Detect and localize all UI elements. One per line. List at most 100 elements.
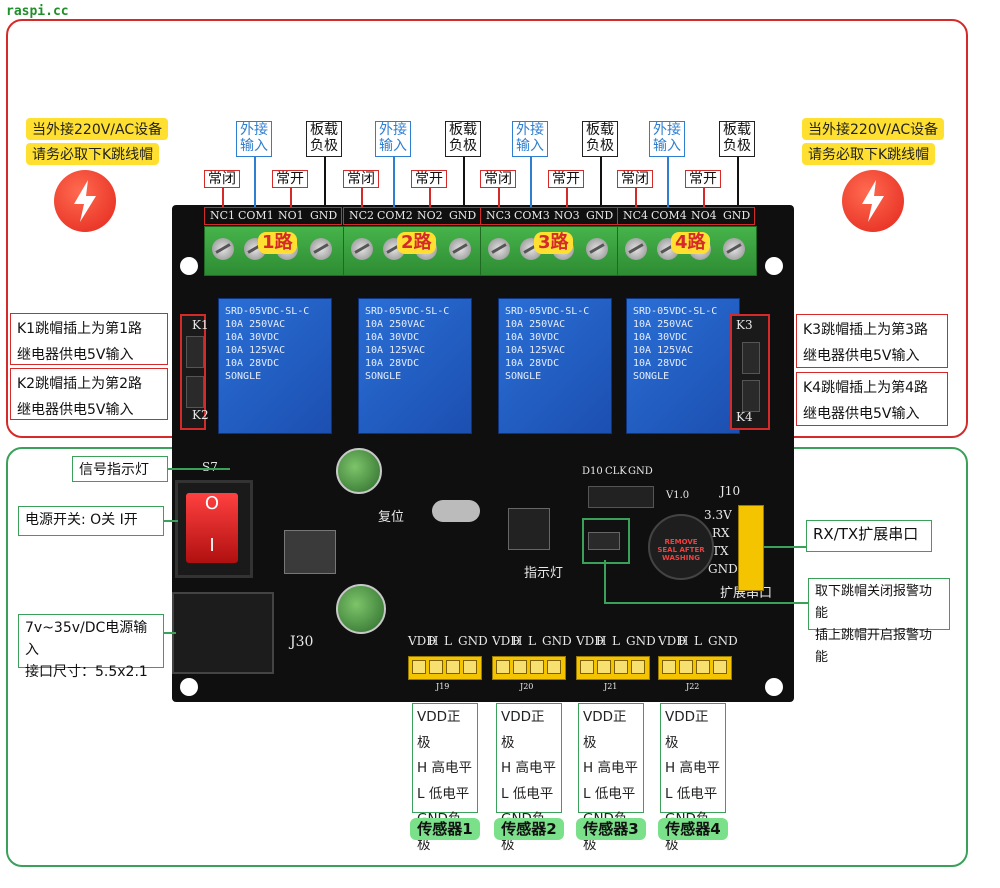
- sensor-pin-desc: VDD正极: [665, 709, 709, 751]
- pin-label: NC2: [349, 209, 375, 222]
- sensor-2-title: 传感器2: [494, 818, 564, 840]
- input-tag: 外接输入: [649, 121, 685, 157]
- relay-1: SRD-05VDC-SL-C 10A 250VAC 10A 30VDC 10A …: [218, 298, 332, 434]
- mount-hole: [180, 257, 198, 275]
- screw-terminal: [449, 238, 471, 260]
- sensor-pin-desc: H 高电平: [665, 760, 720, 776]
- sensor-header-id: J21: [604, 682, 618, 691]
- sensor-3-title: 传感器3: [576, 818, 646, 840]
- no-tag: 常开: [272, 170, 308, 188]
- warning-left-line1: 当外接220V/AC设备: [26, 118, 169, 140]
- sensor-pin-desc: L 低电平: [501, 785, 554, 802]
- header-pin: [412, 660, 426, 674]
- pin-label: NC1: [210, 209, 236, 222]
- screw-terminal: [586, 238, 608, 260]
- sensor-header-pin: GND: [708, 634, 738, 648]
- header-pin: [614, 660, 628, 674]
- k2-note: K2跳帽插上为第2路继电器供电5V输入: [10, 368, 168, 420]
- sensor-pin-desc: L 低电平: [583, 785, 636, 802]
- jumper-k3-k4: [730, 314, 770, 430]
- alarm-jumper: [582, 518, 630, 564]
- relay-4: SRD-05VDC-SL-C 10A 250VAC 10A 30VDC 10A …: [626, 298, 740, 434]
- sensor-header-pin: L: [444, 634, 452, 648]
- sensor-header-pin: L: [694, 634, 702, 648]
- header-pin: [713, 660, 727, 674]
- screw-terminal: [351, 238, 373, 260]
- sensor-pin-desc: H 高电平: [501, 760, 556, 776]
- sensor-header-id: J19: [436, 682, 450, 691]
- pin-label: GND: [723, 209, 751, 222]
- serial-pin-gnd: GND: [708, 562, 738, 576]
- screw-terminal: [625, 238, 647, 260]
- pin-label: COM4: [651, 209, 687, 222]
- sensor-pin-desc: VDD正极: [501, 709, 545, 751]
- pin-label: GND: [449, 209, 477, 222]
- input-tag: 外接输入: [375, 121, 411, 157]
- capacitor: [336, 448, 382, 494]
- pin-label: NO4: [691, 209, 717, 222]
- pin-label: GND: [310, 209, 338, 222]
- nc-tag: 常闭: [343, 170, 379, 188]
- route-number: 4路: [671, 232, 710, 254]
- serial-label: RX/TX扩展串口: [806, 520, 932, 552]
- sensor-pin-desc: H 高电平: [417, 760, 472, 776]
- header-pin: [696, 660, 710, 674]
- k1-note: K1跳帽插上为第1路继电器供电5V输入: [10, 313, 168, 365]
- sensor-pin-desc: VDD正极: [417, 709, 461, 751]
- header-pin: [513, 660, 527, 674]
- sensor-header-pin: H: [428, 634, 439, 648]
- power-switch-label: 电源开关: O关 I开: [18, 506, 164, 536]
- no-tag: 常开: [411, 170, 447, 188]
- warning-left-line2: 请务必取下K跳线帽: [26, 143, 160, 165]
- relay-3: SRD-05VDC-SL-C 10A 250VAC 10A 30VDC 10A …: [498, 298, 612, 434]
- sensor-header-pin: L: [528, 634, 536, 648]
- buzzer-sticker: REMOVE SEAL AFTER WASHING: [657, 538, 705, 562]
- gnd-pin: GND: [628, 466, 653, 477]
- load-tag: 板载负极: [719, 121, 755, 157]
- header-pin: [679, 660, 693, 674]
- screw-terminal: [723, 238, 745, 260]
- sensor-header-pin: VDD: [658, 634, 686, 648]
- site-watermark: raspi.cc: [6, 4, 69, 19]
- sensor-header-pin: H: [512, 634, 523, 648]
- pin-label: COM2: [377, 209, 413, 222]
- buzzer: REMOVE SEAL AFTER WASHING: [648, 514, 714, 580]
- pcb-board: [172, 205, 794, 702]
- j10-silk: J10: [720, 484, 741, 498]
- header-pin: [631, 660, 645, 674]
- mount-hole: [765, 678, 783, 696]
- mount-hole: [180, 678, 198, 696]
- pin-label: NC4: [623, 209, 649, 222]
- sensor-header-pin: VDD: [408, 634, 436, 648]
- load-tag: 板载负极: [445, 121, 481, 157]
- pin-label: GND: [586, 209, 614, 222]
- relay-marking: SRD-05VDC-SL-C 10A 250VAC 10A 30VDC 10A …: [365, 306, 450, 382]
- k4-silk: K4: [736, 410, 753, 424]
- k2-silk: K2: [192, 408, 209, 422]
- inductor: [284, 530, 336, 574]
- sensor-header-pin: VDD: [576, 634, 604, 648]
- indicator-silk: 指示灯: [524, 566, 564, 581]
- clk-pin: CLK: [605, 466, 627, 477]
- sensor-header-pin: GND: [458, 634, 488, 648]
- relay-marking: SRD-05VDC-SL-C 10A 250VAC 10A 30VDC 10A …: [225, 306, 310, 382]
- mcu-chip: [508, 508, 550, 550]
- header-pin: [580, 660, 594, 674]
- j30-silk: J30: [290, 634, 314, 650]
- signal-led-label: 信号指示灯: [72, 456, 168, 482]
- sensor-header-pin: VDD: [492, 634, 520, 648]
- sensor-header-pin: L: [612, 634, 620, 648]
- jumper-k1-k2: [180, 314, 206, 430]
- route-number: 2路: [397, 232, 436, 254]
- pin-label: NO2: [417, 209, 443, 222]
- screw-terminal: [488, 238, 510, 260]
- sensor-header-pin: H: [678, 634, 689, 648]
- pin-label-strip: [204, 207, 342, 225]
- relay-marking: SRD-05VDC-SL-C 10A 250VAC 10A 30VDC 10A …: [505, 306, 590, 382]
- k3-silk: K3: [736, 318, 753, 332]
- route-number: 1路: [258, 232, 297, 254]
